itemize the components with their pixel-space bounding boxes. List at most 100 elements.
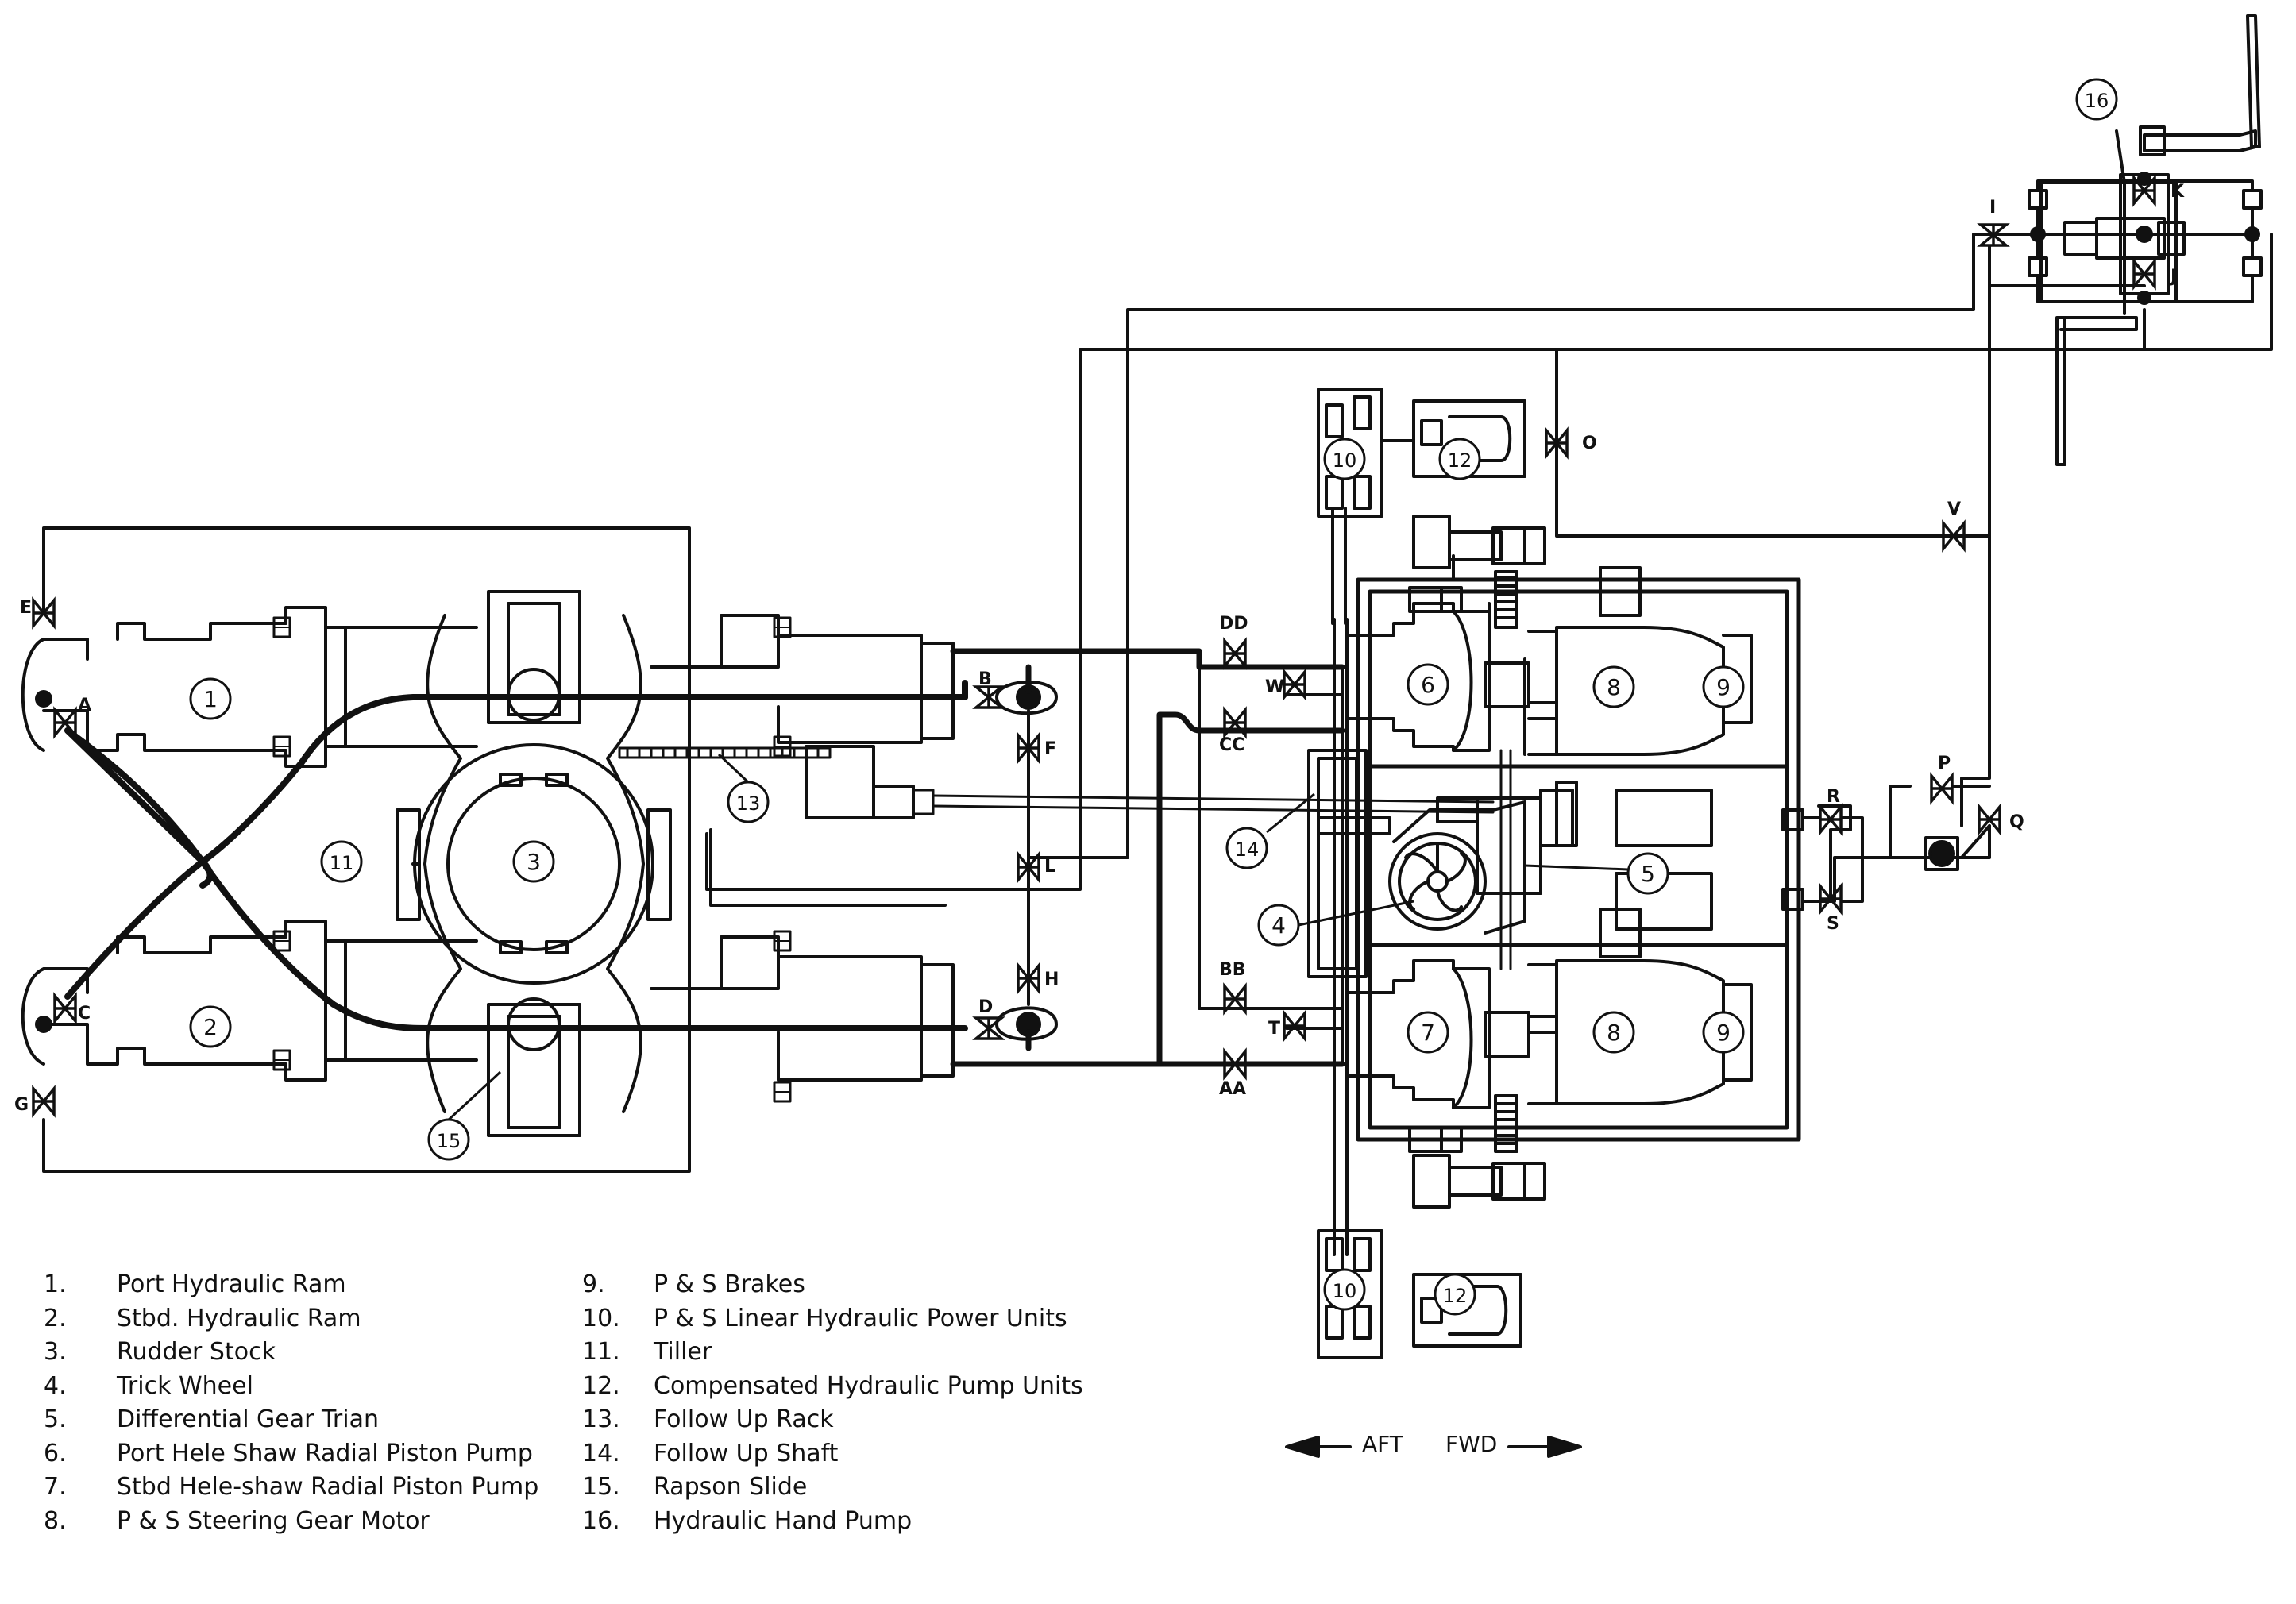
svg-text:11: 11 <box>330 852 354 874</box>
callout-12b <box>1434 1273 1476 1316</box>
legend-item-number: 10. <box>582 1304 620 1332</box>
crossover-pipes <box>64 680 968 1031</box>
callout-6 <box>1407 663 1449 706</box>
stbd-hydraulic-ram <box>21 920 478 1082</box>
svg-text:14: 14 <box>1235 839 1260 861</box>
hand-pump-joints <box>2030 172 2260 305</box>
legend-item-number: 3. <box>44 1338 67 1366</box>
legend-item-label: P & S Linear Hydraulic Power Units <box>654 1304 1067 1332</box>
main-pressure-pipes <box>950 648 1345 1067</box>
port-hydraulic-ram <box>21 606 478 768</box>
legend-item-label: Rapson Slide <box>654 1473 808 1501</box>
legend-item-number: 12. <box>582 1371 620 1400</box>
callout-8b <box>1592 1011 1635 1054</box>
legend-item-number: 6. <box>44 1439 67 1467</box>
valve-AA <box>1223 1050 1247 1078</box>
svg-text:16: 16 <box>2085 90 2109 112</box>
callout-9a <box>1702 665 1745 708</box>
callout-7 <box>1407 1011 1449 1054</box>
callout-12a <box>1438 438 1481 480</box>
callout-8a <box>1592 665 1635 708</box>
svg-text:10: 10 <box>1333 449 1357 472</box>
svg-text:6: 6 <box>1421 672 1435 698</box>
valve-T <box>1283 1012 1306 1040</box>
svg-text:9: 9 <box>1716 1020 1731 1046</box>
svg-text:D: D <box>978 997 993 1017</box>
outer-port-pipe-loop <box>42 526 691 1173</box>
legend-item-label: Follow Up Rack <box>654 1405 834 1433</box>
rudder-stock-assembly <box>396 590 672 1137</box>
valve-P <box>1930 774 1954 803</box>
hydraulic-hand-pump <box>1976 14 2263 466</box>
ram-end-caps <box>995 680 1058 1041</box>
callout-2 <box>189 1005 232 1048</box>
svg-text:3: 3 <box>527 849 541 875</box>
svg-text:DD: DD <box>1219 614 1248 634</box>
aft-label: AFT <box>1362 1431 1403 1457</box>
valve-J <box>2132 260 2156 288</box>
legend-item-number: 7. <box>44 1473 67 1501</box>
legend-item-number: 9. <box>582 1270 605 1298</box>
legend-item-label: Port Hydraulic Ram <box>117 1270 346 1298</box>
callout-3 <box>512 840 555 883</box>
legend-item-label: Stbd Hele-shaw Radial Piston Pump <box>117 1473 539 1501</box>
callout-1 <box>189 677 232 720</box>
legend-item-label: Trick Wheel <box>117 1371 253 1400</box>
svg-text:K: K <box>2171 182 2185 202</box>
trick-wheel <box>1317 781 1578 935</box>
legend-item-number: 2. <box>44 1304 67 1332</box>
pump-shafts <box>1499 749 1512 970</box>
stbd-pump-group <box>1345 908 1753 1109</box>
legend-item-label: Differential Gear Trian <box>117 1405 379 1433</box>
legend-item-label: Stbd. Hydraulic Ram <box>117 1304 361 1332</box>
svg-text:8: 8 <box>1607 674 1621 700</box>
svg-text:AA: AA <box>1219 1079 1246 1099</box>
svg-text:B: B <box>978 669 992 689</box>
follow-up-rack <box>618 745 1495 819</box>
svg-text:C: C <box>78 1004 91 1024</box>
svg-text:8: 8 <box>1607 1020 1621 1046</box>
pump-control-column <box>1307 507 1368 1256</box>
legend-item-number: 1. <box>44 1270 67 1298</box>
callout-10a <box>1323 438 1366 480</box>
svg-text:W: W <box>1265 677 1284 697</box>
legend-item-number: 8. <box>44 1506 67 1535</box>
callout-9b <box>1702 1011 1745 1054</box>
svg-text:L: L <box>1044 857 1055 877</box>
svg-text:H: H <box>1044 970 1059 989</box>
callout-5 <box>1626 852 1669 895</box>
svg-text:T: T <box>1268 1019 1280 1039</box>
svg-text:10: 10 <box>1333 1280 1357 1302</box>
svg-text:5: 5 <box>1641 861 1655 887</box>
legend-item-number: 11. <box>582 1338 620 1366</box>
svg-text:4: 4 <box>1271 912 1286 939</box>
legend-item-label: Rudder Stock <box>117 1338 276 1366</box>
valves <box>32 176 2156 1116</box>
legend-item-label: Compensated Hydraulic Pump Units <box>654 1371 1083 1400</box>
ram-pipe-joints <box>35 684 1041 1037</box>
fwd-label: FWD <box>1445 1431 1498 1457</box>
svg-text:2: 2 <box>203 1014 218 1040</box>
legend-item-label: P & S Steering Gear Motor <box>117 1506 430 1535</box>
svg-text:E: E <box>20 598 32 618</box>
svg-text:12: 12 <box>1443 1285 1468 1307</box>
valve-letters: E A C G B F L H D DD CC W BB AA T O V P … <box>14 182 2185 1115</box>
svg-text:A: A <box>78 696 91 715</box>
legend-item-label: Follow Up Shaft <box>654 1439 839 1467</box>
direction-arrows <box>1285 1436 1582 1458</box>
legend-item-label: Hydraulic Hand Pump <box>654 1506 913 1535</box>
valve-DD <box>1223 639 1247 668</box>
svg-text:G: G <box>14 1095 29 1115</box>
legend-item-number: 16. <box>582 1506 620 1535</box>
svg-text:15: 15 <box>437 1130 461 1152</box>
legend-item-number: 15. <box>582 1473 620 1501</box>
callout-10b <box>1323 1268 1366 1311</box>
svg-text:F: F <box>1044 739 1056 759</box>
port-brake-linkage <box>1408 515 1546 629</box>
valve-V <box>1942 522 1966 550</box>
valve-C <box>53 994 77 1023</box>
svg-text:P: P <box>1938 754 1951 773</box>
linear-power-unit-bottom <box>1317 1229 1522 1359</box>
callout-leaders <box>447 753 1629 1121</box>
